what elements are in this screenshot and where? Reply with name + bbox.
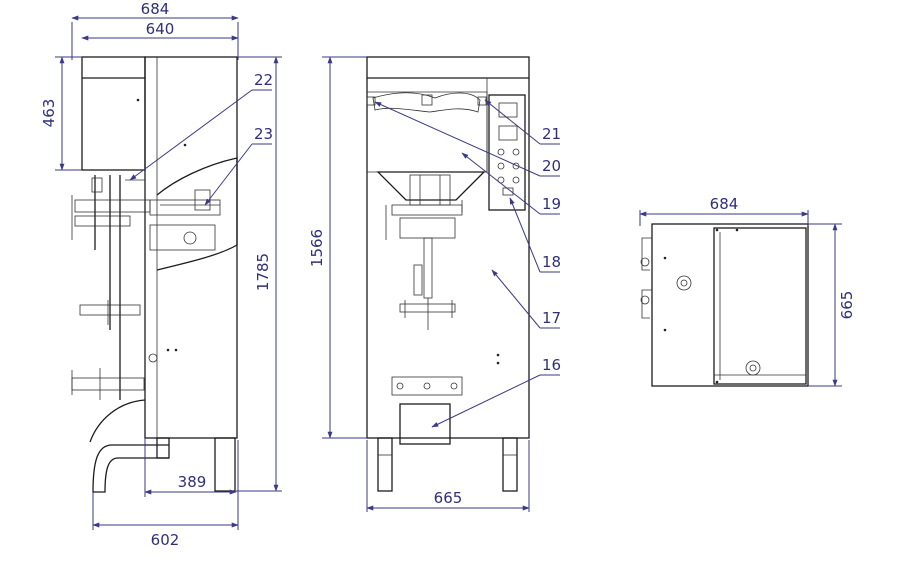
top-valve-icon (745, 360, 761, 376)
side-main-body (144, 56, 238, 439)
dim-front-height: 1566 (308, 229, 326, 267)
front-leg-left (377, 437, 393, 492)
dim-side-overall-height: 1785 (254, 253, 272, 291)
callout-23: 23 (254, 125, 273, 143)
top-knob-icon (676, 275, 692, 291)
dim-top-depth: 665 (838, 291, 856, 320)
side-dimensions: 684 640 463 1785 389 602 (40, 0, 282, 549)
side-bag-curve (89, 399, 146, 443)
side-spout-pipe (92, 444, 169, 493)
front-bag (399, 403, 451, 445)
front-film-roll (372, 92, 481, 113)
front-dimensions: 1566 665 (308, 56, 530, 512)
callout-16: 16 (542, 356, 561, 374)
dim-front-width: 665 (434, 489, 463, 507)
side-view (71, 56, 238, 493)
callout-22: 22 (254, 71, 273, 89)
callout-18: 18 (542, 253, 561, 271)
side-leg (214, 437, 236, 492)
side-window-cutout (156, 157, 238, 271)
callout-19: 19 (542, 195, 561, 213)
front-control-panel (488, 94, 526, 211)
front-bottom-seal (391, 376, 463, 396)
front-leg-right (502, 437, 518, 492)
callout-20: 20 (542, 157, 561, 175)
top-outline (651, 223, 809, 387)
callout-17: 17 (542, 309, 561, 327)
side-callouts: 22 23 (129, 71, 273, 206)
dim-side-body-depth: 640 (146, 20, 175, 38)
dim-top-width: 684 (710, 195, 739, 213)
side-top-box (81, 56, 146, 171)
front-callouts: 21 20 19 18 17 16 (374, 99, 561, 428)
front-hopper (376, 171, 486, 201)
top-view (640, 223, 809, 387)
top-lid (713, 227, 807, 385)
front-view (366, 56, 530, 492)
dim-side-top-box-height: 463 (40, 99, 58, 128)
dim-side-spout-depth: 602 (151, 531, 180, 549)
front-main-body (366, 56, 530, 439)
callout-21: 21 (542, 125, 561, 143)
top-dimensions: 684 665 (639, 195, 856, 387)
dim-side-overall-depth: 684 (141, 0, 170, 18)
dim-side-base-depth: 389 (178, 473, 207, 491)
control-display-icon (498, 102, 518, 118)
